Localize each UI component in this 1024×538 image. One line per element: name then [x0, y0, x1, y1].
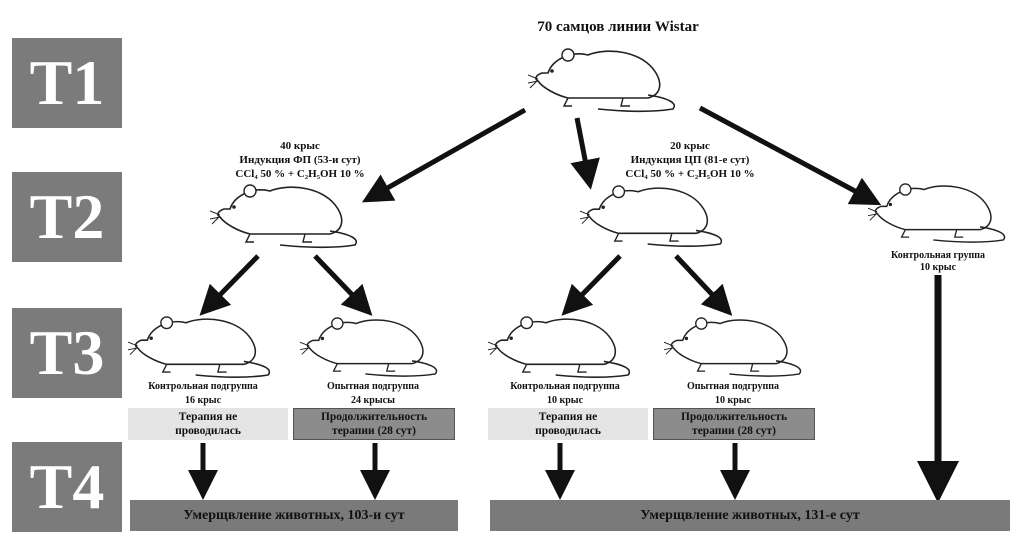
rat-icon-sub4: [664, 317, 802, 377]
fp-group-label: 40 крыс Индукция ФП (53-и сут) CCl₄ 50 %…: [235, 139, 364, 181]
subgroup-1-label: Контрольная подгруппа 16 крыс: [148, 380, 258, 408]
control-count: 10 крыс: [919, 262, 957, 273]
stage-t1: T1: [12, 38, 122, 128]
endpoint-bar-2: Умерщвление животных, 131-е сут: [490, 500, 1010, 531]
cp-count: 20 крыс: [670, 140, 710, 152]
subgroup-name: Контрольная подгруппа: [148, 381, 258, 392]
cp-group-label: 20 крыс Индукция ЦП (81-е сут) CCl₄ 50 %…: [625, 139, 754, 181]
therapy-text: Терапия не проводилась: [175, 411, 241, 437]
rat-icon-fp: [210, 184, 358, 249]
stage-t2: T2: [12, 172, 122, 262]
control-name: Контрольная группа: [890, 250, 986, 261]
therapy-box-4: Продолжительность терапии (28 сут): [653, 408, 815, 440]
therapy-box-1: Терапия не проводилась: [128, 408, 288, 440]
subgroup-name: Опытная подгруппа: [687, 381, 779, 392]
rat-icon-sub3: [488, 316, 631, 378]
subgroup-count: 16 крыс: [184, 395, 222, 406]
subgroup-4-label: Опытная подгруппа 10 крыс: [687, 380, 779, 408]
rat-icon-initial: [528, 48, 676, 113]
rat-icon-cp: [580, 185, 723, 248]
arrow-to-sub3: [561, 254, 622, 316]
therapy-text: Продолжительность терапии (28 сут): [320, 411, 428, 437]
therapy-text: Продолжительность терапии (28 сут): [680, 411, 788, 437]
rat-icon-sub1: [128, 316, 271, 378]
rat-icons: [128, 48, 1006, 378]
arrow-to-cp: [570, 117, 600, 190]
arrow-to-fp: [361, 107, 527, 203]
subgroup-name: Опытная подгруппа: [327, 381, 419, 392]
fp-induction: Индукция ФП (53-и сут): [239, 154, 361, 166]
endpoint-bar-1: Умерщвление животных, 103-и сут: [130, 500, 458, 531]
stage-t3: T3: [12, 308, 122, 398]
fp-regimen: CCl₄ 50 % + C₂H₅OH 10 %: [235, 168, 365, 180]
arrow-to-sub4: [674, 254, 733, 316]
diagram-title: 70 самцов линии Wistar: [537, 19, 699, 35]
fp-count: 40 крыс: [280, 140, 320, 152]
arrow-to-sub1: [199, 254, 260, 316]
arrow-to-sub2: [313, 254, 373, 316]
rat-icon-control: [868, 183, 1006, 243]
therapy-text: Терапия не проводилась: [535, 411, 601, 437]
subgroup-2-label: Опытная подгруппа 24 крысы: [327, 380, 419, 408]
therapy-box-2: Продолжительность терапии (28 сут): [293, 408, 455, 440]
subgroup-count: 10 крыс: [714, 395, 752, 406]
arrows: [188, 105, 959, 503]
subgroup-name: Контрольная подгруппа: [510, 381, 620, 392]
arrow-to-control: [698, 105, 882, 206]
cp-induction: Индукция ЦП (81-е сут): [630, 154, 750, 166]
control-group-label: Контрольная группа 10 крыс: [891, 250, 985, 274]
stage-t4: T4: [12, 442, 122, 532]
subgroup-count: 24 крысы: [351, 395, 395, 406]
cp-regimen: CCl₄ 50 % + C₂H₅OH 10 %: [625, 168, 755, 180]
subgroup-count: 10 крыс: [546, 395, 584, 406]
rat-icon-sub2: [300, 317, 438, 377]
subgroup-3-label: Контрольная подгруппа 10 крыс: [510, 380, 620, 408]
therapy-box-3: Терапия не проводилась: [488, 408, 648, 440]
